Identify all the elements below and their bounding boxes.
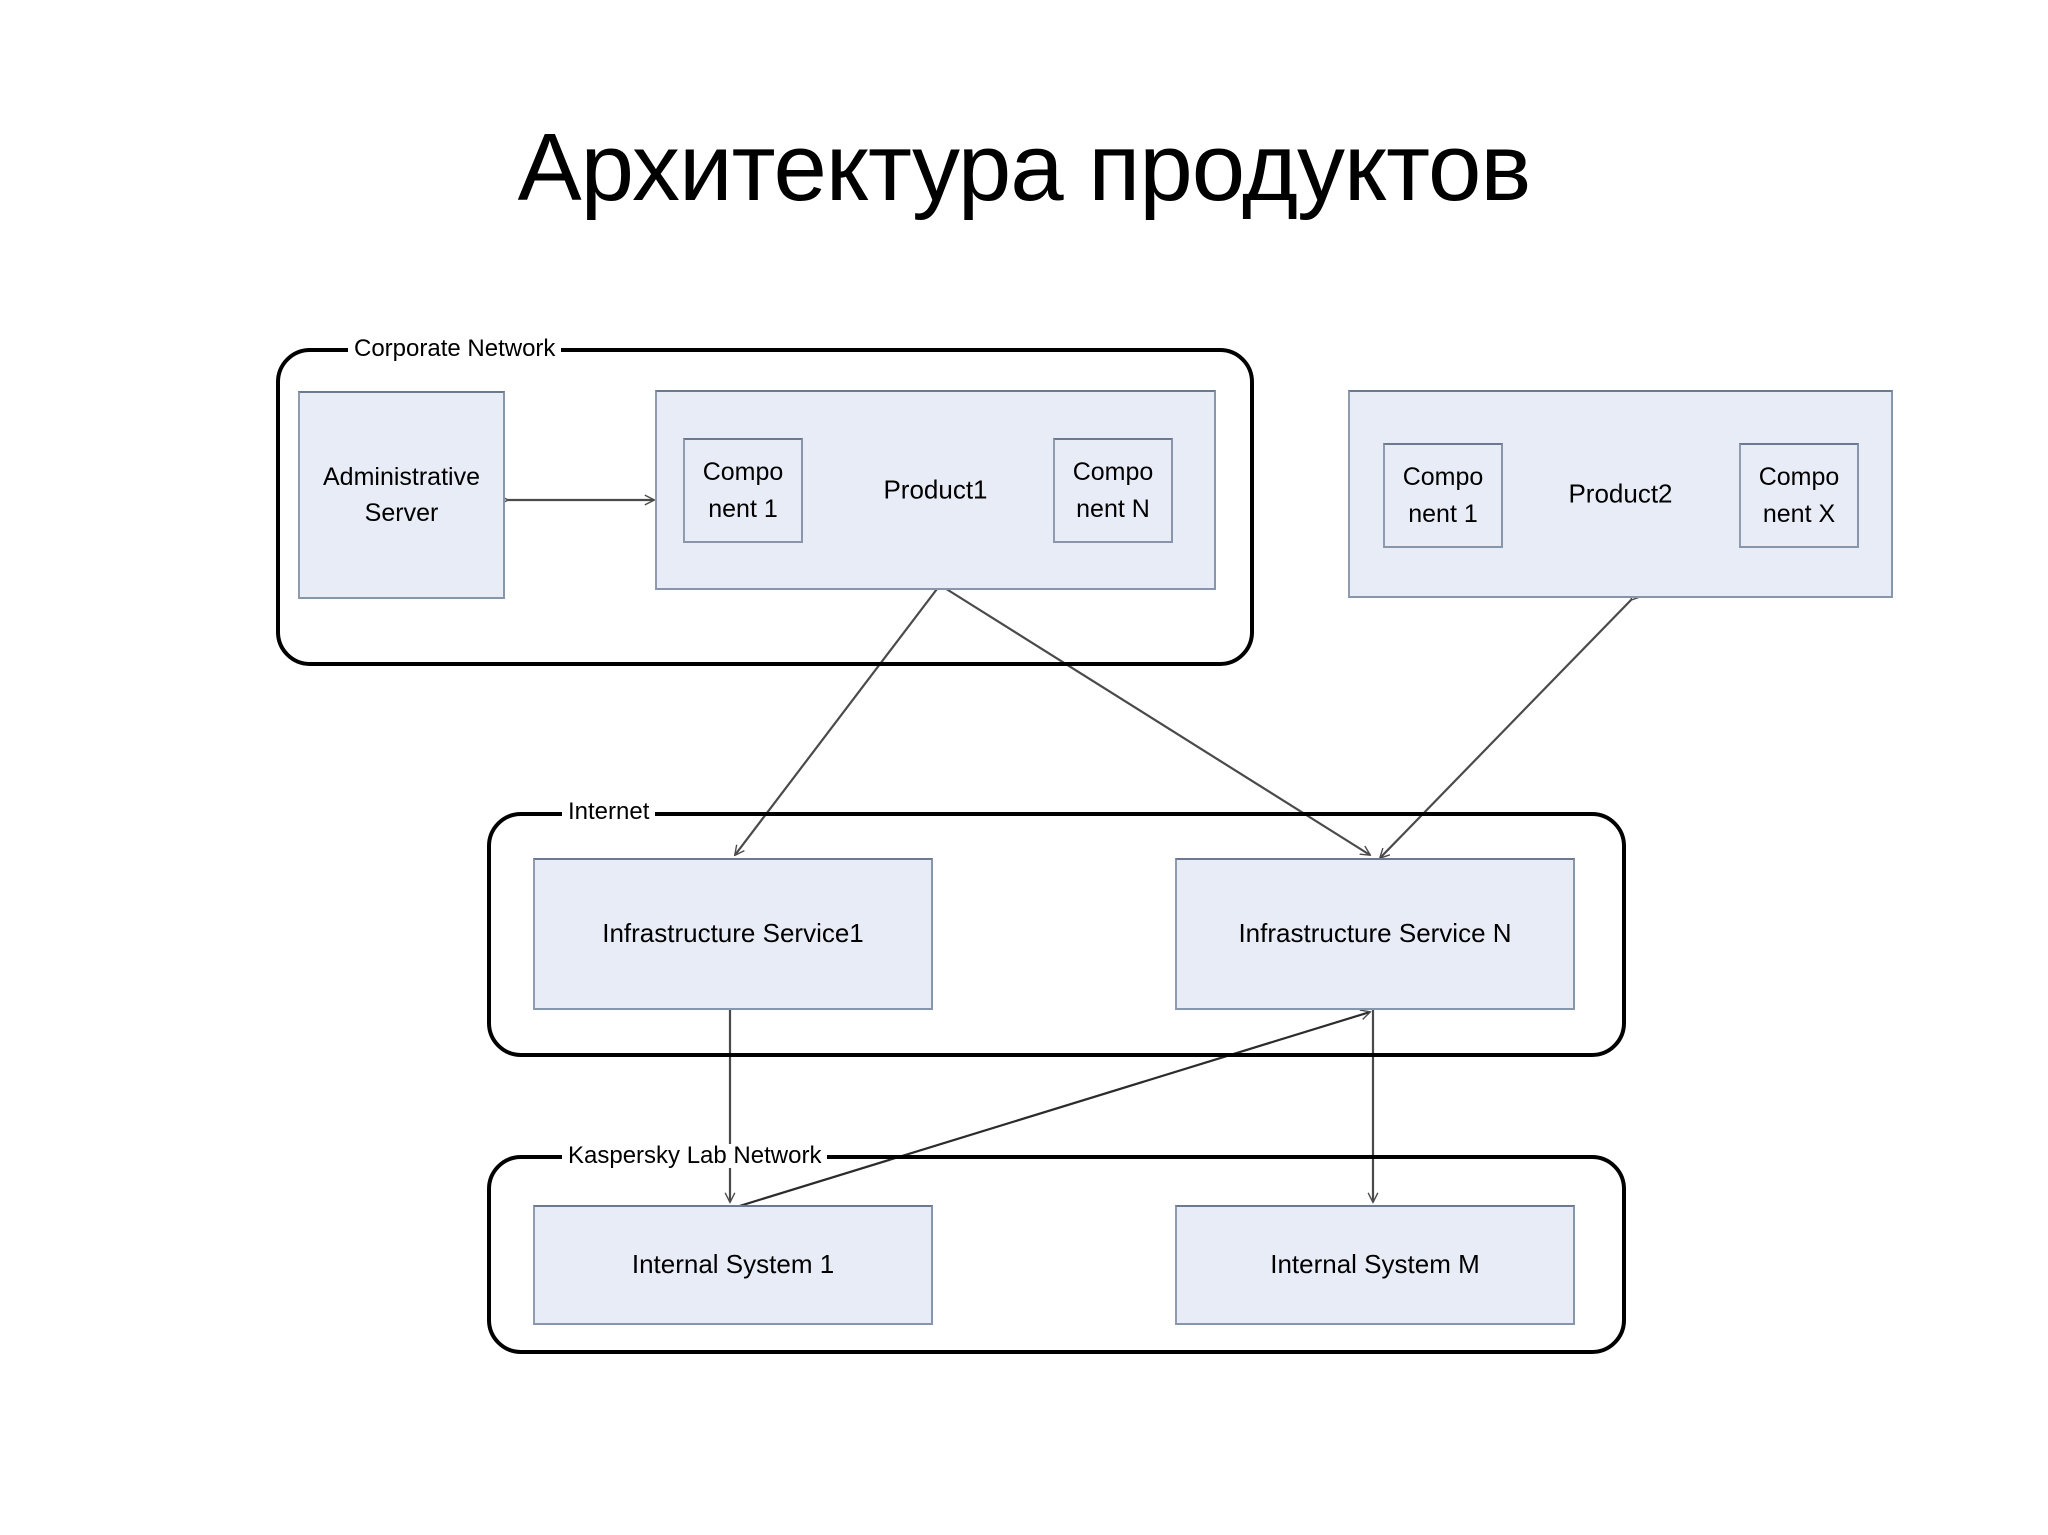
administrative-server-line2: Server <box>364 499 439 527</box>
zone-corporate-network-label: Corporate Network <box>348 337 562 361</box>
node-product2-component-1[interactable]: Compo nent 1 <box>1383 443 1503 548</box>
product1-label: Product1 <box>883 474 988 505</box>
node-product2-component-x[interactable]: Compo nent X <box>1739 443 1859 548</box>
product1-component-1-line2: nent 1 <box>708 494 778 523</box>
internal-system-m-label: Internal System M <box>1270 1249 1480 1280</box>
infrastructure-service-1-label: Infrastructure Service1 <box>602 918 864 949</box>
zone-internet-label: Internet <box>562 800 656 824</box>
node-infrastructure-service-1[interactable]: Infrastructure Service1 <box>533 858 933 1010</box>
internal-system-1-label: Internal System 1 <box>631 1249 835 1280</box>
product2-label: Product2 <box>1568 478 1673 509</box>
zone-kaspersky-lab-network-label: Kaspersky Lab Network <box>562 1144 828 1168</box>
product2-component-x-line2: nent X <box>1762 499 1836 528</box>
product1-component-n-line2: nent N <box>1076 494 1150 523</box>
zone-corporate-network <box>276 348 1254 666</box>
infrastructure-service-n-label: Infrastructure Service N <box>1238 918 1512 949</box>
product2-component-1-line1: Compo <box>1402 463 1484 492</box>
administrative-server-line1: Administrative <box>323 462 480 491</box>
node-administrative-server[interactable]: Administrative Server <box>298 391 505 599</box>
node-internal-system-m[interactable]: Internal System M <box>1175 1205 1575 1325</box>
node-product1-component-1[interactable]: Compo nent 1 <box>683 438 803 543</box>
product2-component-1-line2: nent 1 <box>1408 499 1478 528</box>
node-infrastructure-service-n[interactable]: Infrastructure Service N <box>1175 858 1575 1010</box>
zone-internet <box>487 812 1626 1057</box>
node-internal-system-1[interactable]: Internal System 1 <box>533 1205 933 1325</box>
product1-component-n-line1: Compo <box>1072 458 1154 487</box>
product1-component-1-line1: Compo <box>702 458 784 487</box>
zone-kaspersky-lab-network <box>487 1155 1626 1354</box>
page-title: Архитектура продуктов <box>517 114 1532 221</box>
product2-component-x-line1: Compo <box>1758 463 1840 492</box>
node-product1-component-n[interactable]: Compo nent N <box>1053 438 1173 543</box>
